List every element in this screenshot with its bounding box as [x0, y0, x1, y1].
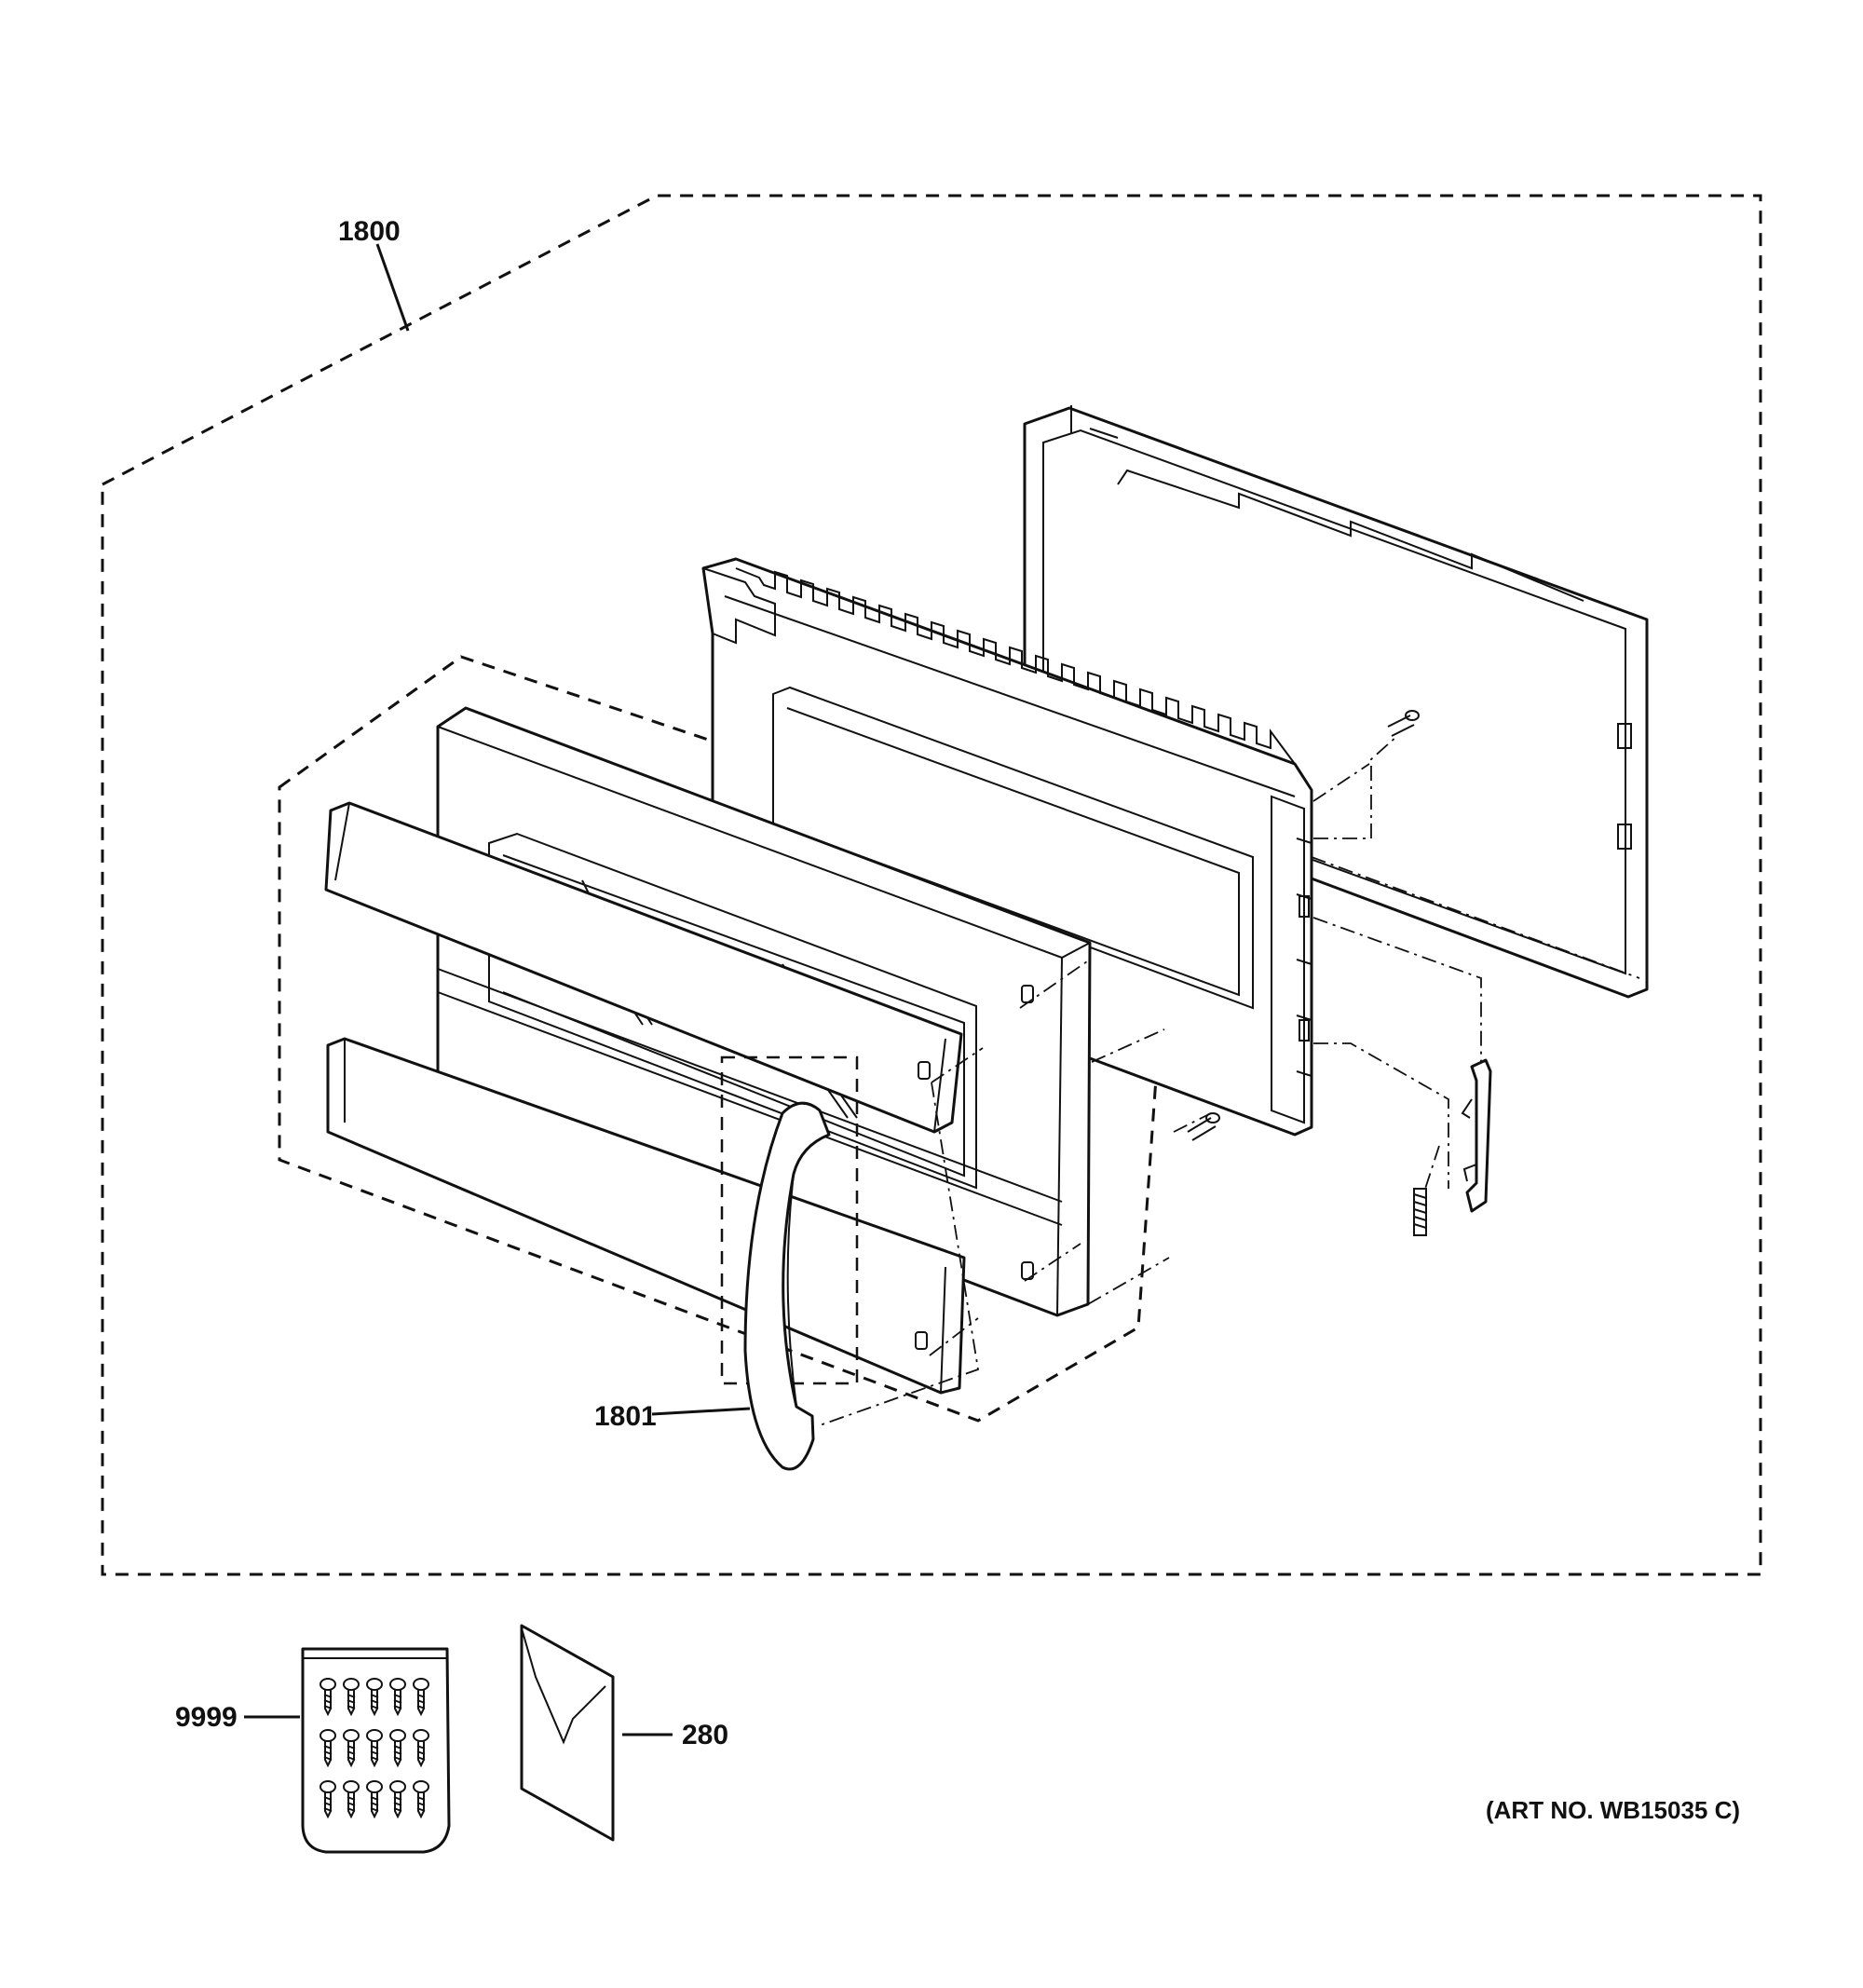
screw-icon — [389, 1780, 406, 1819]
door-front-boundary — [278, 655, 1171, 1423]
assembly-1800-boundary — [101, 194, 1762, 1576]
door-handle-1801 — [720, 1055, 859, 1471]
screw-icon — [413, 1780, 429, 1819]
screw-icon — [366, 1678, 383, 1717]
callout-9999: 9999 — [175, 1702, 238, 1733]
screw-icon — [343, 1729, 360, 1768]
upper-trim-strip — [324, 801, 963, 1134]
screw-icon — [389, 1729, 406, 1768]
latch-spring — [1413, 1188, 1427, 1236]
screw-icon — [413, 1729, 429, 1768]
door-latch — [1461, 1058, 1492, 1213]
screw-icon — [320, 1780, 336, 1819]
assembly-guide-lines — [819, 735, 1640, 1426]
screw-icon — [366, 1729, 383, 1768]
literature-packet-280 — [520, 1624, 615, 1842]
screw-icon — [320, 1729, 336, 1768]
leader-1800 — [375, 243, 410, 332]
callout-280: 280 — [682, 1720, 728, 1750]
screw-icon — [413, 1678, 429, 1717]
screw-icons — [320, 1678, 429, 1819]
screw-icon — [343, 1678, 360, 1717]
callout-1800: 1800 — [338, 216, 401, 247]
screw-icon — [366, 1780, 383, 1819]
screw-icon — [320, 1678, 336, 1717]
inner-door-panel — [701, 557, 1313, 1137]
hardware-pack-9999 — [301, 1647, 451, 1854]
art-number: (ART NO. WB15035 C) — [1486, 1796, 1740, 1824]
lower-trim-strip — [326, 1037, 966, 1395]
leader-1801 — [651, 1407, 751, 1416]
mounting-screws — [1187, 710, 1420, 1141]
callout-1801: 1801 — [594, 1401, 657, 1432]
screw-icon — [389, 1678, 406, 1717]
screw-icon — [343, 1780, 360, 1819]
